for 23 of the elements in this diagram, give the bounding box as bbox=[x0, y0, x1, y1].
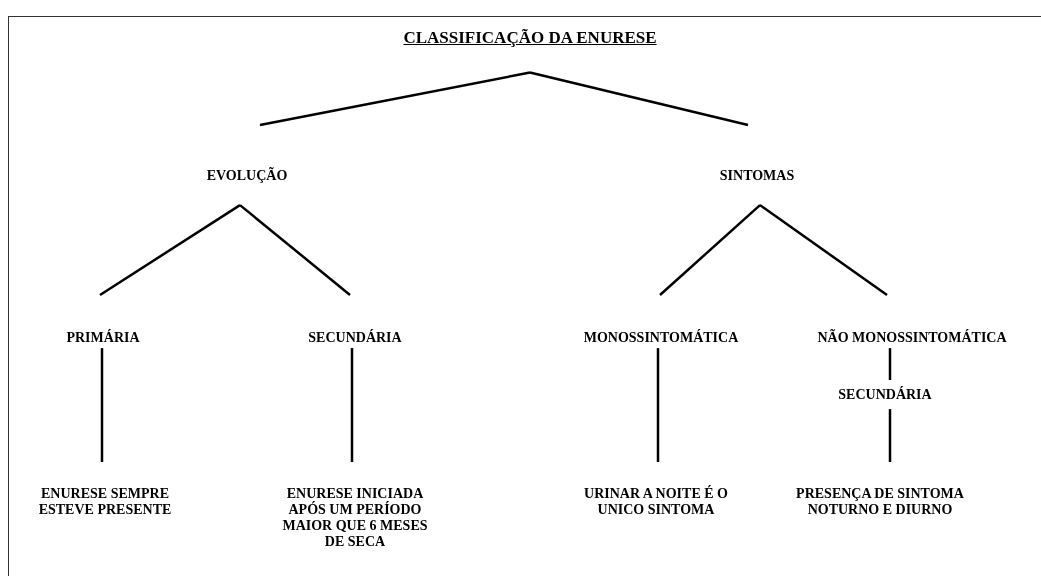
node-label: MONOSSINTOMÁTICA bbox=[583, 330, 739, 347]
connector-line bbox=[888, 348, 892, 380]
connector-line bbox=[350, 348, 354, 462]
connector-line bbox=[99, 204, 241, 297]
node-label: ENURESE INICIADA APÓS UM PERÍODO MAIOR QUE 6 MESES DE SECA bbox=[281, 486, 429, 551]
node-label: ENURESE SEMPRE ESTEVE PRESENTE bbox=[37, 486, 173, 519]
connector-line bbox=[888, 409, 892, 462]
node-label: PRESENÇA DE SINTOMA NOTURNO E DIURNO bbox=[795, 486, 965, 519]
node-label: EVOLUÇÃO bbox=[206, 168, 288, 185]
node-label: SECUNDÁRIA bbox=[308, 330, 402, 347]
connector-line bbox=[239, 204, 351, 296]
root-node-label: CLASSIFICAÇÃO DA ENURESE bbox=[403, 28, 657, 48]
connector-line bbox=[259, 71, 531, 127]
node-label: URINAR A NOITE É O UNICO SINTOMA bbox=[583, 486, 729, 519]
node-label: NÃO MONOSSINTOMÁTICA bbox=[817, 330, 1007, 347]
connector-line bbox=[529, 71, 749, 127]
connector-line bbox=[656, 348, 660, 462]
node-label: PRIMÁRIA bbox=[66, 330, 140, 347]
node-label: SECUNDÁRIA bbox=[838, 387, 932, 404]
connector-line bbox=[100, 348, 104, 462]
connector-line bbox=[759, 204, 888, 296]
node-label: SINTOMAS bbox=[719, 168, 795, 185]
connector-line bbox=[659, 204, 761, 296]
